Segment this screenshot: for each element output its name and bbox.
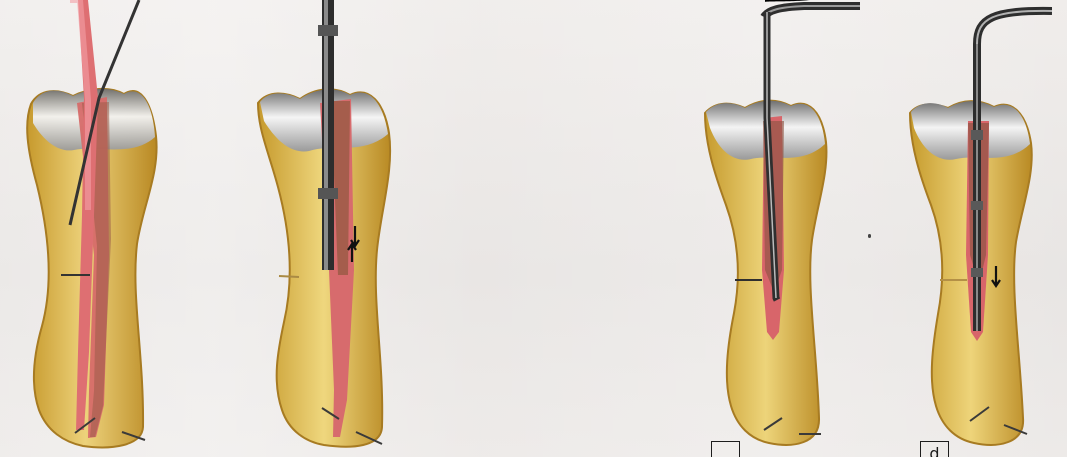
tooth-illustration-d [905, 0, 1052, 457]
tooth-illustration-c [700, 0, 860, 457]
tooth-illustration-a [0, 0, 220, 457]
figure-label-box-d: d [920, 441, 949, 457]
paper-speck [868, 234, 871, 238]
figure-label-box-c [711, 441, 740, 457]
tooth-illustration-b [248, 0, 438, 457]
